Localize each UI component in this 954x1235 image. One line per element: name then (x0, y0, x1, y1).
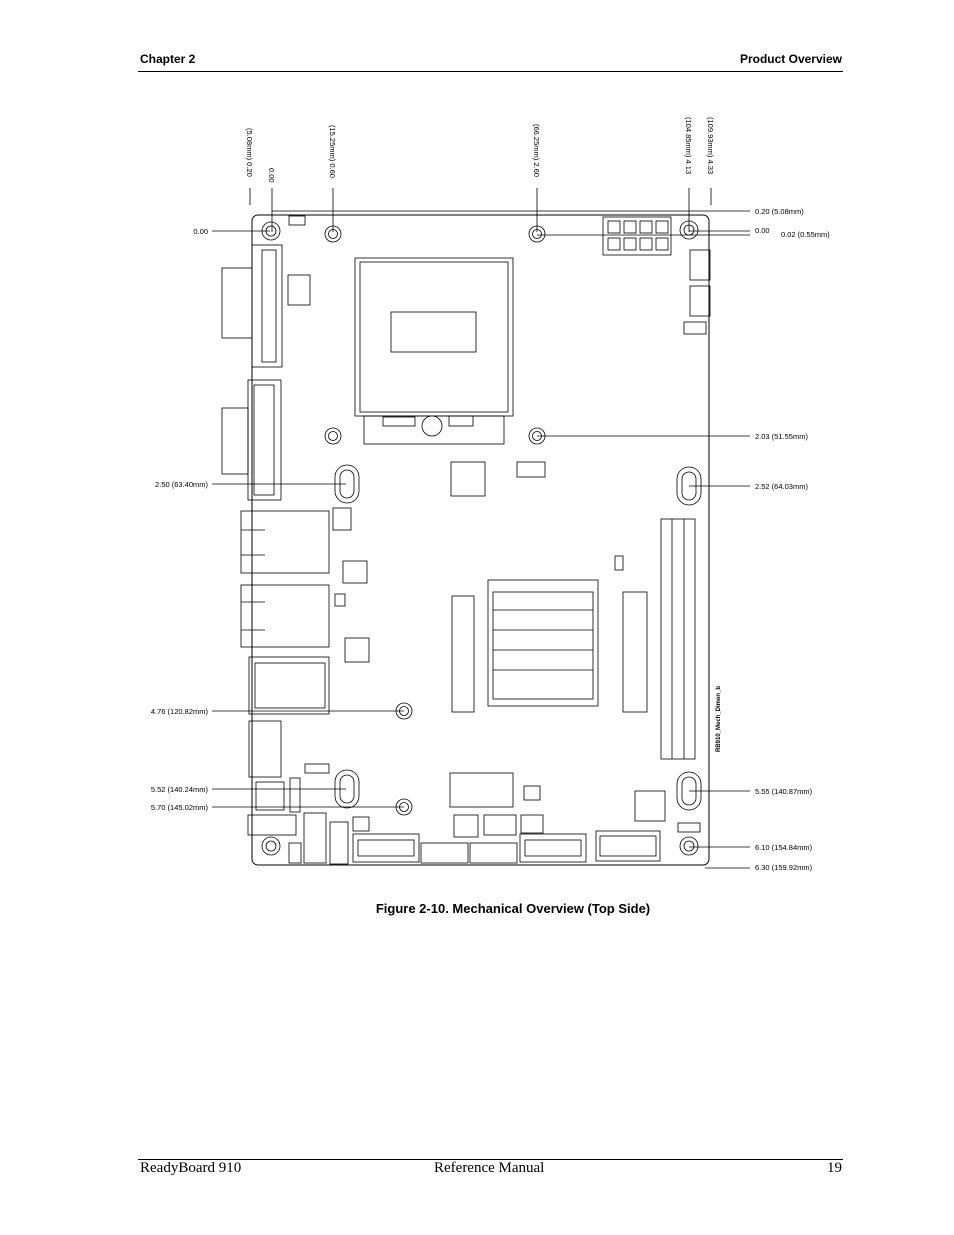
right-dim-6: 5.55 (140.87mm) (755, 787, 813, 796)
jumper-bottom-right (677, 822, 701, 833)
fan-header-2 (689, 285, 711, 317)
chipset-heatsink (487, 579, 599, 707)
drawing-id: RB910_Mech_Dimen_b (716, 686, 722, 752)
mounting-holes (261, 220, 699, 856)
audio-jack (247, 781, 297, 836)
serial-connector (221, 244, 283, 368)
ic-bottom-5 (483, 814, 517, 836)
top-dim-1: (5.08mm) 0.20 (245, 128, 254, 177)
ic-bottom-1 (449, 772, 514, 808)
left-dimension-labels: 0.00 2.50 (63.40mm) 4.76 (120.82mm) 5.52… (151, 227, 209, 812)
right-dimension-leaders (272, 210, 750, 869)
top-dim-2: 0.00 (267, 168, 276, 183)
ic-bottom-2 (523, 785, 541, 801)
header-center-1 (516, 461, 546, 478)
left-dim-2: 2.50 (63.40mm) (155, 480, 208, 489)
top-dimension-ticks (249, 188, 712, 232)
top-dim-5: (104.85mm) 4.13 (684, 117, 693, 174)
header-rule (138, 71, 843, 72)
left-dim-5: 5.70 (145.02mm) (151, 803, 209, 812)
jumper-mid-left (304, 763, 330, 774)
lan-connector-2 (240, 584, 330, 648)
jumper-vertical (289, 777, 301, 813)
right-dimension-labels: 0.20 (5.08mm) 0.00 0.02 (0.55mm) 2.03 (5… (755, 207, 830, 872)
right-dim-3: 0.02 (0.55mm) (781, 230, 830, 239)
left-dim-1: 0.00 (193, 227, 208, 236)
footer-doc-title: Reference Manual (434, 1160, 545, 1176)
page-number: 19 (827, 1160, 842, 1176)
ic-center-1 (450, 461, 486, 497)
fan-header-1 (689, 249, 711, 281)
right-dim-4: 2.03 (51.55mm) (755, 432, 808, 441)
footer-rule (138, 1159, 843, 1160)
slotted-holes (334, 464, 702, 811)
usb-connector-1 (248, 656, 330, 715)
right-dim-5: 2.52 (64.03mm) (755, 482, 808, 491)
pin-header-right (660, 518, 696, 760)
left-dim-3: 4.76 (120.82mm) (151, 707, 209, 716)
jumper-bottom (520, 814, 544, 834)
left-dimension-leaders (212, 230, 404, 808)
right-dim-1: 0.20 (5.08mm) (755, 207, 804, 216)
ic-bottom-4 (453, 814, 479, 838)
power-connector (602, 216, 672, 256)
ic-lan-2 (344, 637, 370, 663)
vga-connector (221, 379, 282, 501)
figure-caption: Figure 2-10. Mechanical Overview (Top Si… (375, 901, 651, 916)
pin-header-center (451, 595, 475, 713)
top-dimension-labels: (5.08mm) 0.20 0.00 (15.25mm) 0.60 (66.25… (245, 117, 715, 183)
top-dim-3: (15.25mm) 0.60 (328, 125, 337, 178)
right-dim-2: 0.00 (755, 226, 770, 235)
memory-slot (622, 591, 648, 713)
header-small-1 (332, 507, 352, 531)
ic-bottom-3 (634, 790, 666, 822)
bottom-headers (288, 812, 661, 865)
top-dim-6: (109.93mm) 4.33 (706, 117, 715, 174)
usb-connector-2 (248, 720, 282, 778)
chapter-label: Chapter 2 (140, 52, 196, 66)
top-dim-4: (66.25mm) 2.60 (532, 124, 541, 177)
footer-product: ReadyBoard 910 (140, 1160, 242, 1176)
component-small (334, 593, 346, 607)
right-dim-7: 6.10 (154.84mm) (755, 843, 813, 852)
board-outline (251, 214, 710, 866)
lan-connector-1 (240, 510, 330, 574)
mechanical-drawing: (5.08mm) 0.20 0.00 (15.25mm) 0.60 (66.25… (135, 108, 845, 888)
component-small-2 (614, 555, 624, 571)
ic-left-top (287, 274, 311, 306)
ic-lan-1 (342, 560, 368, 584)
section-label: Product Overview (739, 52, 842, 66)
right-dim-8: 6.30 (159.92mm) (755, 863, 813, 872)
component-bottom (352, 816, 370, 832)
cpu-socket (354, 257, 514, 445)
header-right-small (683, 321, 707, 335)
jumper-top-left (288, 215, 306, 226)
left-dim-4: 5.52 (140.24mm) (151, 785, 209, 794)
